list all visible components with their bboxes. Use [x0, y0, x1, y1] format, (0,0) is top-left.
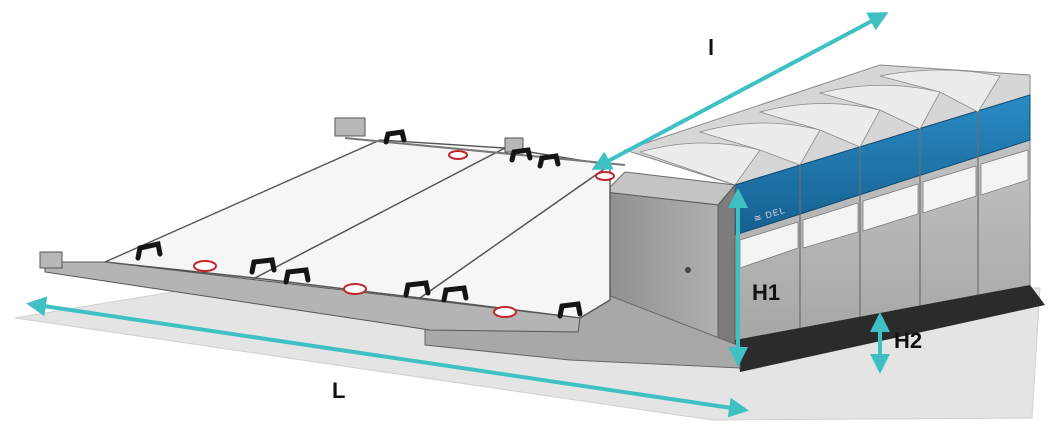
cabinet-lock-icon [685, 267, 691, 273]
height2-label: H2 [894, 328, 922, 353]
dimension-arrows [26, 12, 890, 418]
height1-label: H1 [752, 280, 780, 305]
width-label: l [708, 35, 714, 60]
width-arrow [591, 12, 889, 170]
length-label: L [332, 378, 345, 403]
clamp-icon [334, 117, 366, 137]
length-arrow [26, 296, 749, 418]
clamp-icon [39, 251, 63, 269]
hopper-bays [799, 112, 979, 345]
hopper-chutes [739, 149, 1029, 269]
